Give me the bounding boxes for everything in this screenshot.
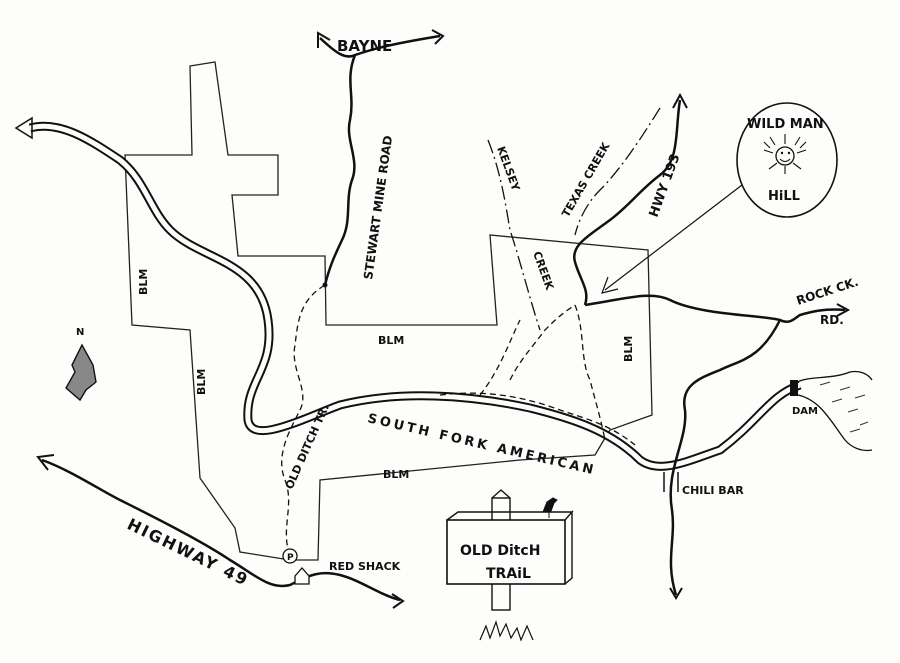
bayne-road [319, 34, 441, 58]
north-arrow-icon [65, 343, 97, 402]
dam-icon [790, 380, 798, 396]
wild-man-hill-circle [736, 102, 838, 218]
sign-line2-label: TRAiL [486, 566, 531, 582]
sign-line1-label: OLD DitcH [460, 543, 540, 559]
trail-sign [446, 489, 574, 642]
texas-creek [574, 107, 661, 236]
wild-man-hill-pointer [604, 184, 743, 291]
blm-west-upper-label: BLM [137, 269, 150, 295]
blm-south-label: BLM [383, 468, 409, 481]
chili-bar-label: CHILI BAR [682, 484, 744, 497]
stewart-mine-road [323, 54, 357, 286]
bird-icon [542, 497, 558, 518]
pointer-arrowhead [601, 276, 619, 294]
north-label: N [76, 327, 84, 338]
parking-label: P [287, 553, 294, 563]
rock-ck-label: ROCK CK. [795, 275, 861, 308]
chili-bar-south-arrow [669, 587, 683, 600]
hill-label: HiLL [768, 189, 800, 204]
wild-man-label: WILD MAN [747, 117, 824, 132]
south-fork-american-river [14, 116, 802, 471]
chili-bar-bridge [663, 472, 679, 492]
rock-creek-arrow [836, 303, 851, 317]
bayne-label: BAYNE [337, 37, 392, 55]
wild-man-face-icon [763, 134, 807, 174]
kelsey-creek [487, 139, 541, 331]
reservoir-shoreline [794, 370, 873, 452]
red-shack-label: RED SHACK [329, 560, 401, 573]
rock-creek-road [584, 294, 846, 323]
creek-label: CREEK [530, 250, 556, 293]
red-shack-icon [294, 567, 310, 585]
rd-label: RD. [820, 313, 844, 327]
blm-east-label: BLM [622, 336, 635, 362]
kelsey-label: KELSEY [494, 145, 522, 194]
reservoir-water [819, 381, 869, 433]
hwy-193-label: HWY 193 [647, 152, 684, 219]
hwy-193-arrow [672, 92, 688, 109]
ditch-trail-creek [479, 304, 606, 441]
parking-icon [282, 548, 298, 564]
ditch-trail-east [439, 392, 636, 446]
blm-center-label: BLM [378, 334, 404, 347]
bayne-east-arrow [431, 29, 445, 45]
dam-label: DAM [792, 406, 818, 417]
blm-west-lower-label: BLM [195, 369, 208, 395]
junction-dot [322, 282, 328, 288]
chili-bar-road [669, 319, 782, 596]
highway-49-east-arrow [391, 593, 405, 609]
highway-49-west-arrow [36, 454, 55, 471]
grass-icon [479, 620, 534, 642]
highway-49 [41, 458, 401, 602]
hwy-193 [572, 99, 682, 306]
stewart-mine-road-label: STEWART MINE ROAD [361, 135, 395, 281]
bayne-west-arrow [317, 31, 331, 48]
